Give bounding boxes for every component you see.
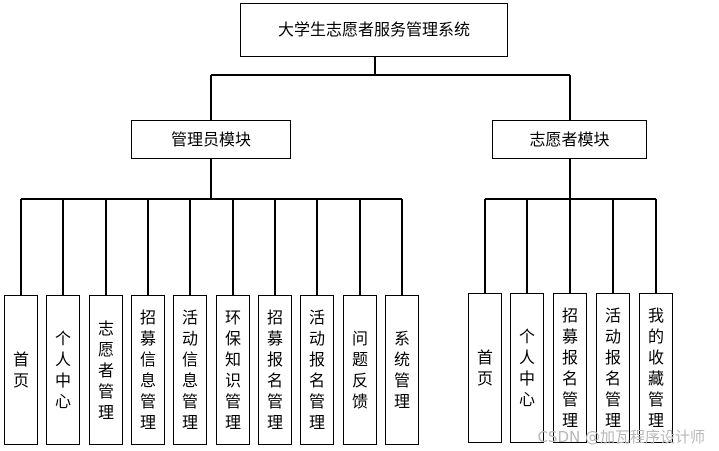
volunteer-leaf-label: 招募报名管理 bbox=[561, 306, 578, 430]
volunteer-leaf-node: 招募报名管理 bbox=[553, 293, 587, 443]
volunteer-leaf-label: 首页 bbox=[476, 348, 493, 388]
admin-leaf-label: 系统管理 bbox=[393, 329, 410, 411]
admin-leaf-label: 招募报名管理 bbox=[266, 308, 283, 432]
admin-leaf-label: 招募信息管理 bbox=[139, 308, 156, 432]
volunteer-leaf-node: 活动报名管理 bbox=[596, 293, 630, 443]
volunteer-leaf-node: 个人中心 bbox=[510, 293, 544, 443]
volunteer-leaf-label: 我的收藏管理 bbox=[647, 306, 664, 430]
admin-leaf-label: 活动信息管理 bbox=[181, 308, 198, 432]
volunteer-module-node: 志愿者模块 bbox=[492, 120, 647, 159]
admin-leaf-label: 个人中心 bbox=[54, 329, 71, 411]
admin-leaf-label: 问题反馈 bbox=[351, 329, 368, 411]
admin-leaf-node: 个人中心 bbox=[46, 295, 80, 445]
root-node: 大学生志愿者服务管理系统 bbox=[240, 3, 508, 57]
admin-leaf-node: 首页 bbox=[4, 295, 38, 445]
admin-leaf-node: 活动信息管理 bbox=[173, 295, 207, 445]
admin-leaf-node: 系统管理 bbox=[385, 295, 419, 445]
volunteer-leaf-node: 我的收藏管理 bbox=[639, 293, 673, 443]
admin-leaf-node: 问题反馈 bbox=[343, 295, 377, 445]
watermark: CSDN @加瓦程序设计师 bbox=[537, 428, 705, 446]
admin-leaf-label: 首页 bbox=[12, 350, 29, 390]
admin-leaf-node: 招募报名管理 bbox=[258, 295, 292, 445]
admin-leaf-label: 环保知识管理 bbox=[224, 308, 241, 432]
admin-leaf-label: 志愿者管理 bbox=[97, 318, 114, 422]
admin-leaf-node: 志愿者管理 bbox=[89, 295, 123, 445]
admin-leaf-label: 活动报名管理 bbox=[308, 308, 325, 432]
admin-leaf-node: 环保知识管理 bbox=[216, 295, 250, 445]
admin-module-node: 管理员模块 bbox=[131, 120, 291, 159]
admin-leaf-node: 招募信息管理 bbox=[131, 295, 165, 445]
volunteer-leaf-node: 首页 bbox=[468, 293, 502, 443]
root-label: 大学生志愿者服务管理系统 bbox=[277, 20, 470, 39]
volunteer-module-label: 志愿者模块 bbox=[529, 129, 610, 149]
admin-leaf-node: 活动报名管理 bbox=[300, 295, 334, 445]
volunteer-leaf-label: 个人中心 bbox=[518, 327, 535, 409]
admin-module-label: 管理员模块 bbox=[170, 129, 251, 149]
volunteer-leaf-label: 活动报名管理 bbox=[604, 306, 621, 430]
